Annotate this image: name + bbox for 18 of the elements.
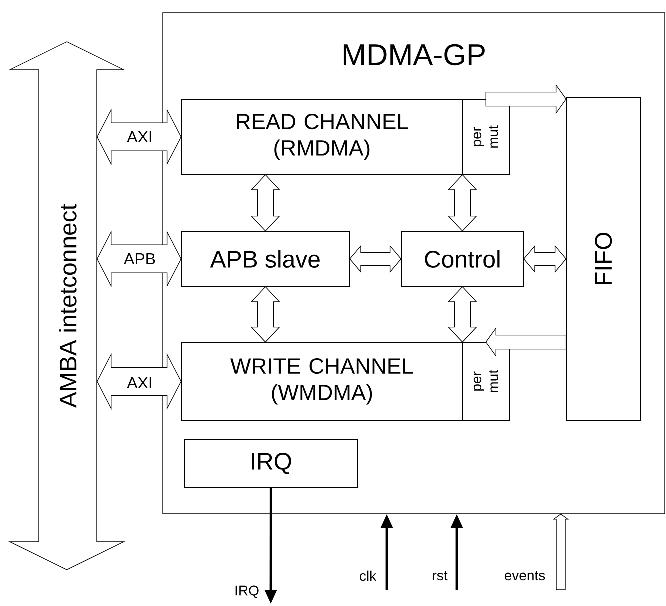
edge-label: events <box>504 571 546 581</box>
edge-label: IRQ <box>236 586 259 598</box>
control-box: Control <box>401 231 524 287</box>
edge-label: rst <box>433 571 448 581</box>
hollow-arrow <box>524 245 567 274</box>
edge-label: clk <box>360 570 377 582</box>
edge-label: APB <box>124 254 156 264</box>
hollow-arrow <box>350 245 402 274</box>
hollow-arrow <box>552 514 570 590</box>
slave-box: APB slave <box>181 231 350 287</box>
hollow-arrow <box>486 327 567 358</box>
irq-box: IRQ <box>184 439 358 488</box>
channel-box: READ CHANNEL (RMDMA) <box>181 99 463 175</box>
hollow-arrow <box>486 84 567 114</box>
fifo-box: FIFO <box>566 97 641 421</box>
edge-label: AXI <box>127 378 152 388</box>
channel-box: WRITE CHANNEL (WMDMA) <box>181 342 463 421</box>
edge-label: AXI <box>127 132 152 142</box>
